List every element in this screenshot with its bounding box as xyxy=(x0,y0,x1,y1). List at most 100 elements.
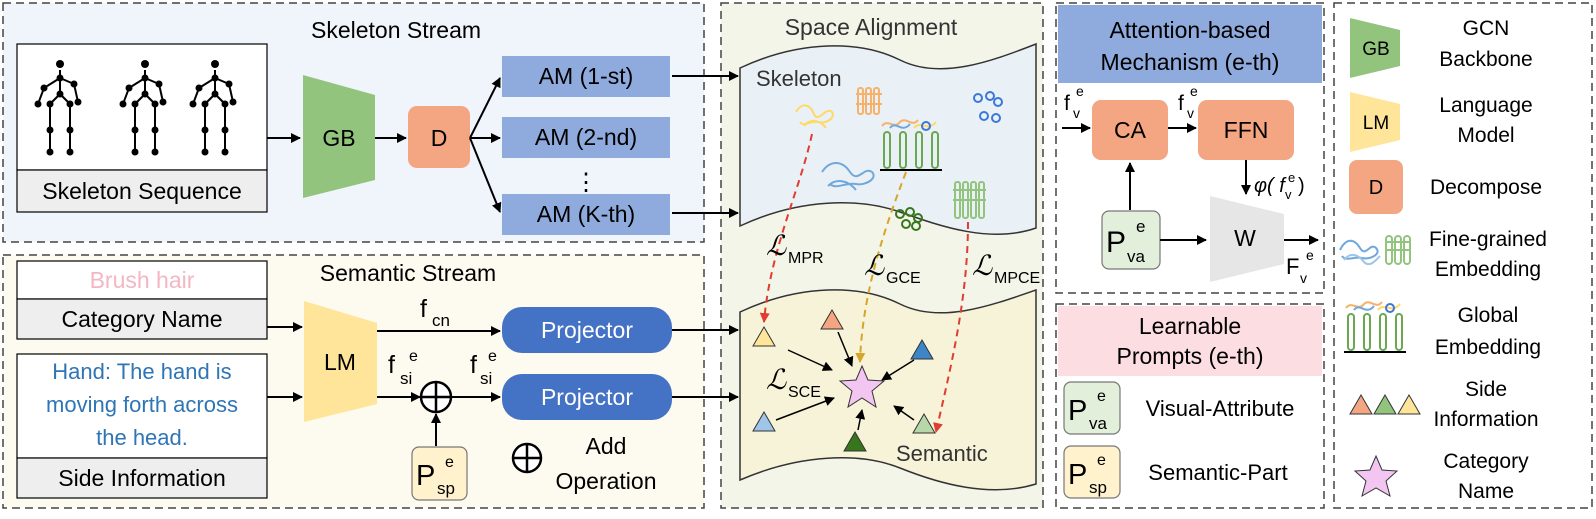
legend-gb: GB GCN Backbone xyxy=(1350,17,1533,78)
svg-text:Information: Information xyxy=(1433,408,1538,431)
category-example: Brush hair xyxy=(90,267,195,293)
svg-text:ℒ: ℒ xyxy=(766,230,787,261)
svg-text:LM: LM xyxy=(1363,113,1389,134)
svg-text:P: P xyxy=(1106,226,1126,259)
Fv-output-label: F e v xyxy=(1286,247,1314,286)
category-name-label: Category Name xyxy=(61,306,222,332)
svg-text:f: f xyxy=(470,351,477,379)
svg-text:e: e xyxy=(1097,388,1106,405)
skeleton-space-label: Skeleton xyxy=(756,66,842,91)
svg-text:D: D xyxy=(1369,177,1383,199)
svg-text:P: P xyxy=(1068,395,1087,427)
svg-text:AM (K-th): AM (K-th) xyxy=(537,201,635,227)
fine-embedding-blue-dots xyxy=(973,91,1003,123)
projector-block-1: Projector xyxy=(502,307,672,353)
p-va-block: P e va xyxy=(1101,210,1161,270)
svg-text:FFN: FFN xyxy=(1224,117,1269,143)
side-info-triangle-green-2 xyxy=(912,413,936,434)
vertical-ellipsis: ⋮ xyxy=(574,169,598,196)
svg-text:f: f xyxy=(1064,92,1070,115)
loss-mpr-arrow xyxy=(759,133,813,323)
svg-text:Semantic-Part: Semantic-Part xyxy=(1148,460,1287,485)
fine-embedding-green xyxy=(953,181,986,219)
loss-mpce-arrow xyxy=(933,221,969,433)
prompts-panel: Learnable Prompts (e-th) P e va Visual-A… xyxy=(1055,303,1325,509)
projector-block-2: Projector xyxy=(502,374,672,420)
am-block-1: AM (1-st) xyxy=(502,56,670,97)
svg-text:Decompose: Decompose xyxy=(1430,176,1542,199)
svg-text:e: e xyxy=(1136,217,1145,236)
semantic-space-label: Semantic xyxy=(896,441,988,466)
loss-mpce-label: ℒ MPCE xyxy=(972,250,1040,287)
svg-text:φ( f: φ( f xyxy=(1254,175,1287,197)
phi-label: φ( f e v ) xyxy=(1254,170,1305,202)
svg-text:Hand: The hand is: Hand: The hand is xyxy=(52,359,231,384)
loss-gce-label: ℒ GCE xyxy=(864,250,921,287)
svg-text:e: e xyxy=(1306,247,1314,263)
svg-text:v: v xyxy=(1285,187,1292,202)
skeleton-sequence-box: Skeleton Sequence xyxy=(16,43,268,213)
decompose-block: D xyxy=(408,106,470,168)
legend-side-information: Side Information xyxy=(1349,378,1539,431)
svg-text:v: v xyxy=(1300,270,1307,286)
svg-text:e: e xyxy=(1288,170,1295,185)
svg-text:va: va xyxy=(1127,247,1146,266)
svg-text:moving forth across: moving forth across xyxy=(46,392,238,417)
svg-text:Name: Name xyxy=(1458,480,1514,503)
legend-global-embedding: Global Embedding xyxy=(1343,301,1541,359)
add-operation-legend: Add Operation xyxy=(511,433,657,494)
svg-text:e: e xyxy=(445,454,454,471)
svg-text:ℒ: ℒ xyxy=(864,250,885,281)
side-information-box: Hand: The hand is moving forth across th… xyxy=(16,353,268,499)
semantic-stream-panel: Semantic Stream Brush hair Category Name… xyxy=(2,254,705,509)
prompt-visual-attribute: P e va Visual-Attribute xyxy=(1063,381,1295,435)
svg-text:): ) xyxy=(1298,175,1305,197)
svg-text:MPCE: MPCE xyxy=(994,270,1040,287)
skeleton-stream-title: Skeleton Stream xyxy=(311,17,481,43)
fine-embedding-green-dots xyxy=(895,207,923,231)
svg-text:MPR: MPR xyxy=(788,250,824,267)
svg-text:LM: LM xyxy=(324,349,356,375)
ca-block: CA xyxy=(1092,100,1168,160)
svg-text:e: e xyxy=(409,348,418,365)
lm-block: LM xyxy=(304,301,377,422)
prompts-title-line2: Prompts (e-th) xyxy=(1117,343,1264,369)
legend-panel: GB GCN Backbone LM Language Model D Deco… xyxy=(1333,2,1593,509)
attention-title-line1: Attention-based xyxy=(1109,17,1270,43)
svg-text:Global: Global xyxy=(1458,304,1519,327)
svg-text:si: si xyxy=(400,369,412,388)
legend-lm: LM Language Model xyxy=(1350,92,1533,152)
svg-text:Operation: Operation xyxy=(555,468,656,494)
svg-text:e: e xyxy=(1076,83,1084,99)
svg-text:CA: CA xyxy=(1114,117,1147,143)
svg-text:v: v xyxy=(1187,105,1194,121)
svg-text:Visual-Attribute: Visual-Attribute xyxy=(1146,396,1295,421)
fine-embedding-yellow xyxy=(795,104,834,129)
svg-text:F: F xyxy=(1286,254,1299,279)
am-block-2: AM (2-nd) xyxy=(502,117,670,158)
svg-text:AM (1-st): AM (1-st) xyxy=(539,63,634,89)
svg-text:Projector: Projector xyxy=(541,384,633,410)
svg-text:ℒ: ℒ xyxy=(972,250,993,281)
svg-text:f: f xyxy=(388,351,395,379)
svg-text:e: e xyxy=(488,348,497,365)
prompt-semantic-part: P e sp Semantic-Part xyxy=(1063,445,1288,499)
svg-text:cn: cn xyxy=(432,311,450,330)
loss-gce-arrow xyxy=(855,171,907,363)
svg-text:Add: Add xyxy=(586,433,627,459)
svg-text:f: f xyxy=(1178,92,1184,115)
semantic-space-surface xyxy=(739,288,1037,491)
svg-text:ℒ: ℒ xyxy=(766,364,787,395)
add-operator xyxy=(419,380,453,414)
side-info-triangle-yellow xyxy=(752,326,776,347)
side-info-triangle-blue-1 xyxy=(910,339,934,360)
svg-text:Language: Language xyxy=(1439,94,1532,117)
f-cn-label: f cn xyxy=(420,295,450,330)
legend-category-name: Category Name xyxy=(1353,450,1529,503)
svg-text:sp: sp xyxy=(437,479,455,498)
fine-embedding-orange xyxy=(856,87,882,115)
fv-input-label: f e v xyxy=(1064,83,1084,121)
svg-text:v: v xyxy=(1073,105,1080,121)
svg-text:SCE: SCE xyxy=(788,384,821,401)
attention-panel: Attention-based Mechanism (e-th) f e v C… xyxy=(1055,2,1325,294)
